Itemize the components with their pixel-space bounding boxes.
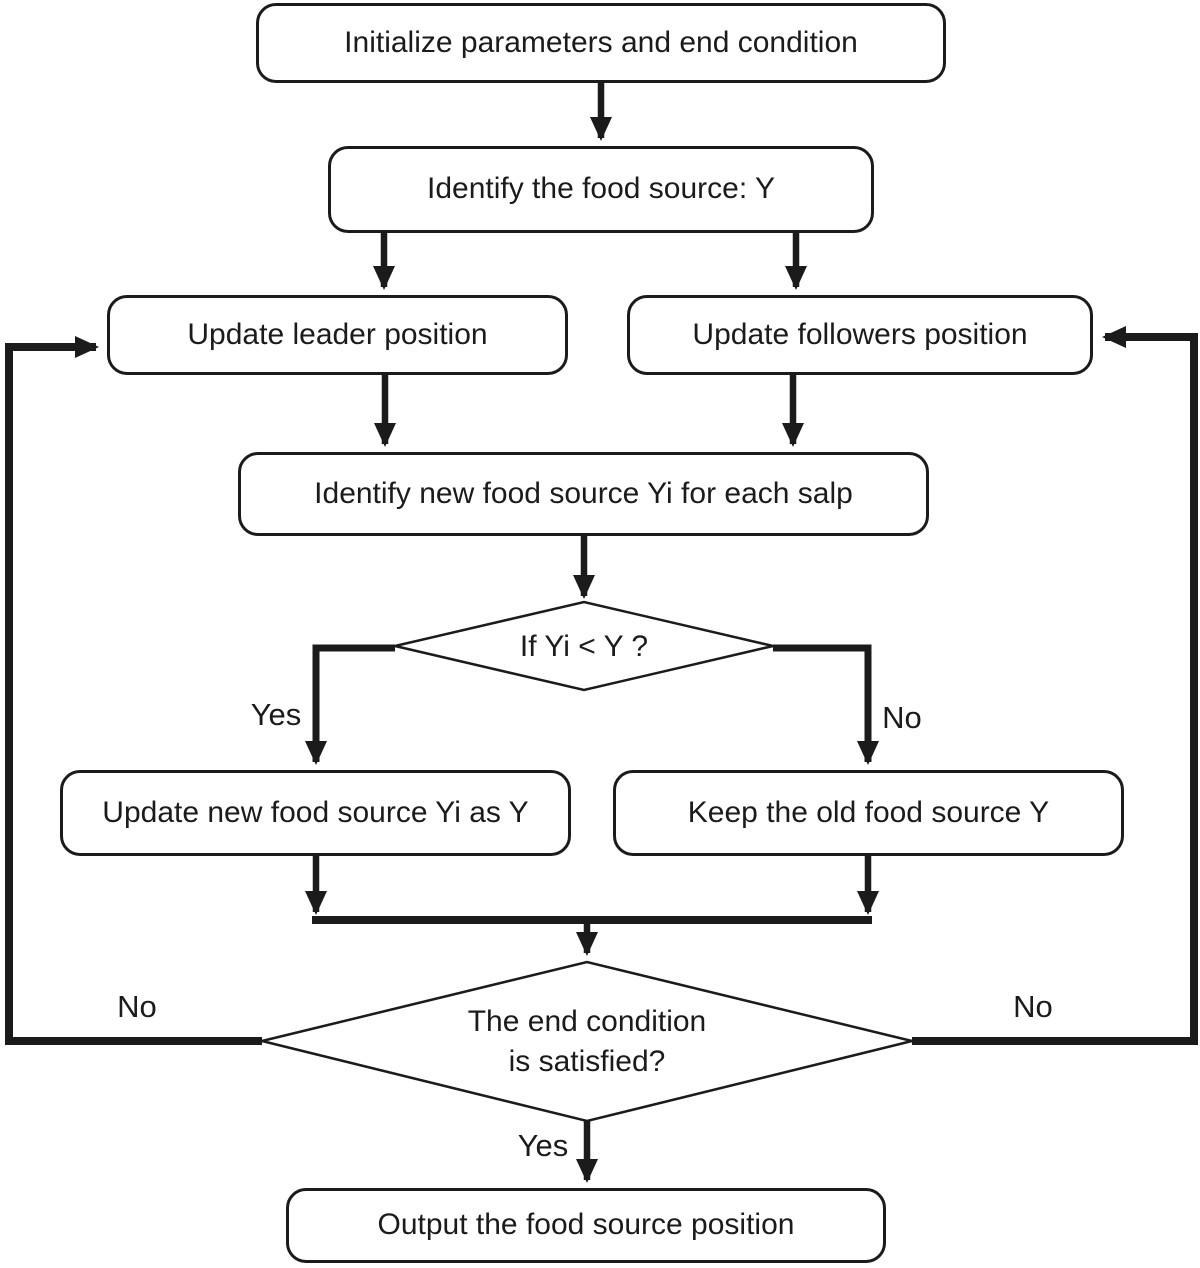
decision-end-diamond xyxy=(261,960,913,1123)
node-keep-old-food-source: Keep the old food source Y xyxy=(613,770,1124,856)
label-compare-no: No xyxy=(882,700,922,735)
edge-compare-yes-branch xyxy=(305,644,395,765)
decision-compare-diamond xyxy=(394,600,774,692)
node-update-new-food-source: Update new food source Yi as Y xyxy=(60,770,571,856)
node-identify-new-food-source: Identify new food source Yi for each sal… xyxy=(238,452,929,536)
node-initialize-parameters: Initialize parameters and end condition xyxy=(256,3,946,83)
node-identify-food-source: Identify the food source: Y xyxy=(328,146,874,233)
node-output-food-source: Output the food source position xyxy=(286,1188,886,1263)
label-end-no-right: No xyxy=(1013,989,1053,1024)
label-compare-yes: Yes xyxy=(250,697,302,732)
loop-left-no xyxy=(5,336,262,1045)
node-update-followers-position: Update followers position xyxy=(627,295,1093,375)
label-end-yes: Yes xyxy=(517,1128,569,1163)
loop-right-no xyxy=(912,326,1198,1045)
node-update-leader-position: Update leader position xyxy=(107,295,568,375)
label-end-no-left: No xyxy=(117,989,157,1024)
edge-compare-no-branch xyxy=(773,644,879,765)
